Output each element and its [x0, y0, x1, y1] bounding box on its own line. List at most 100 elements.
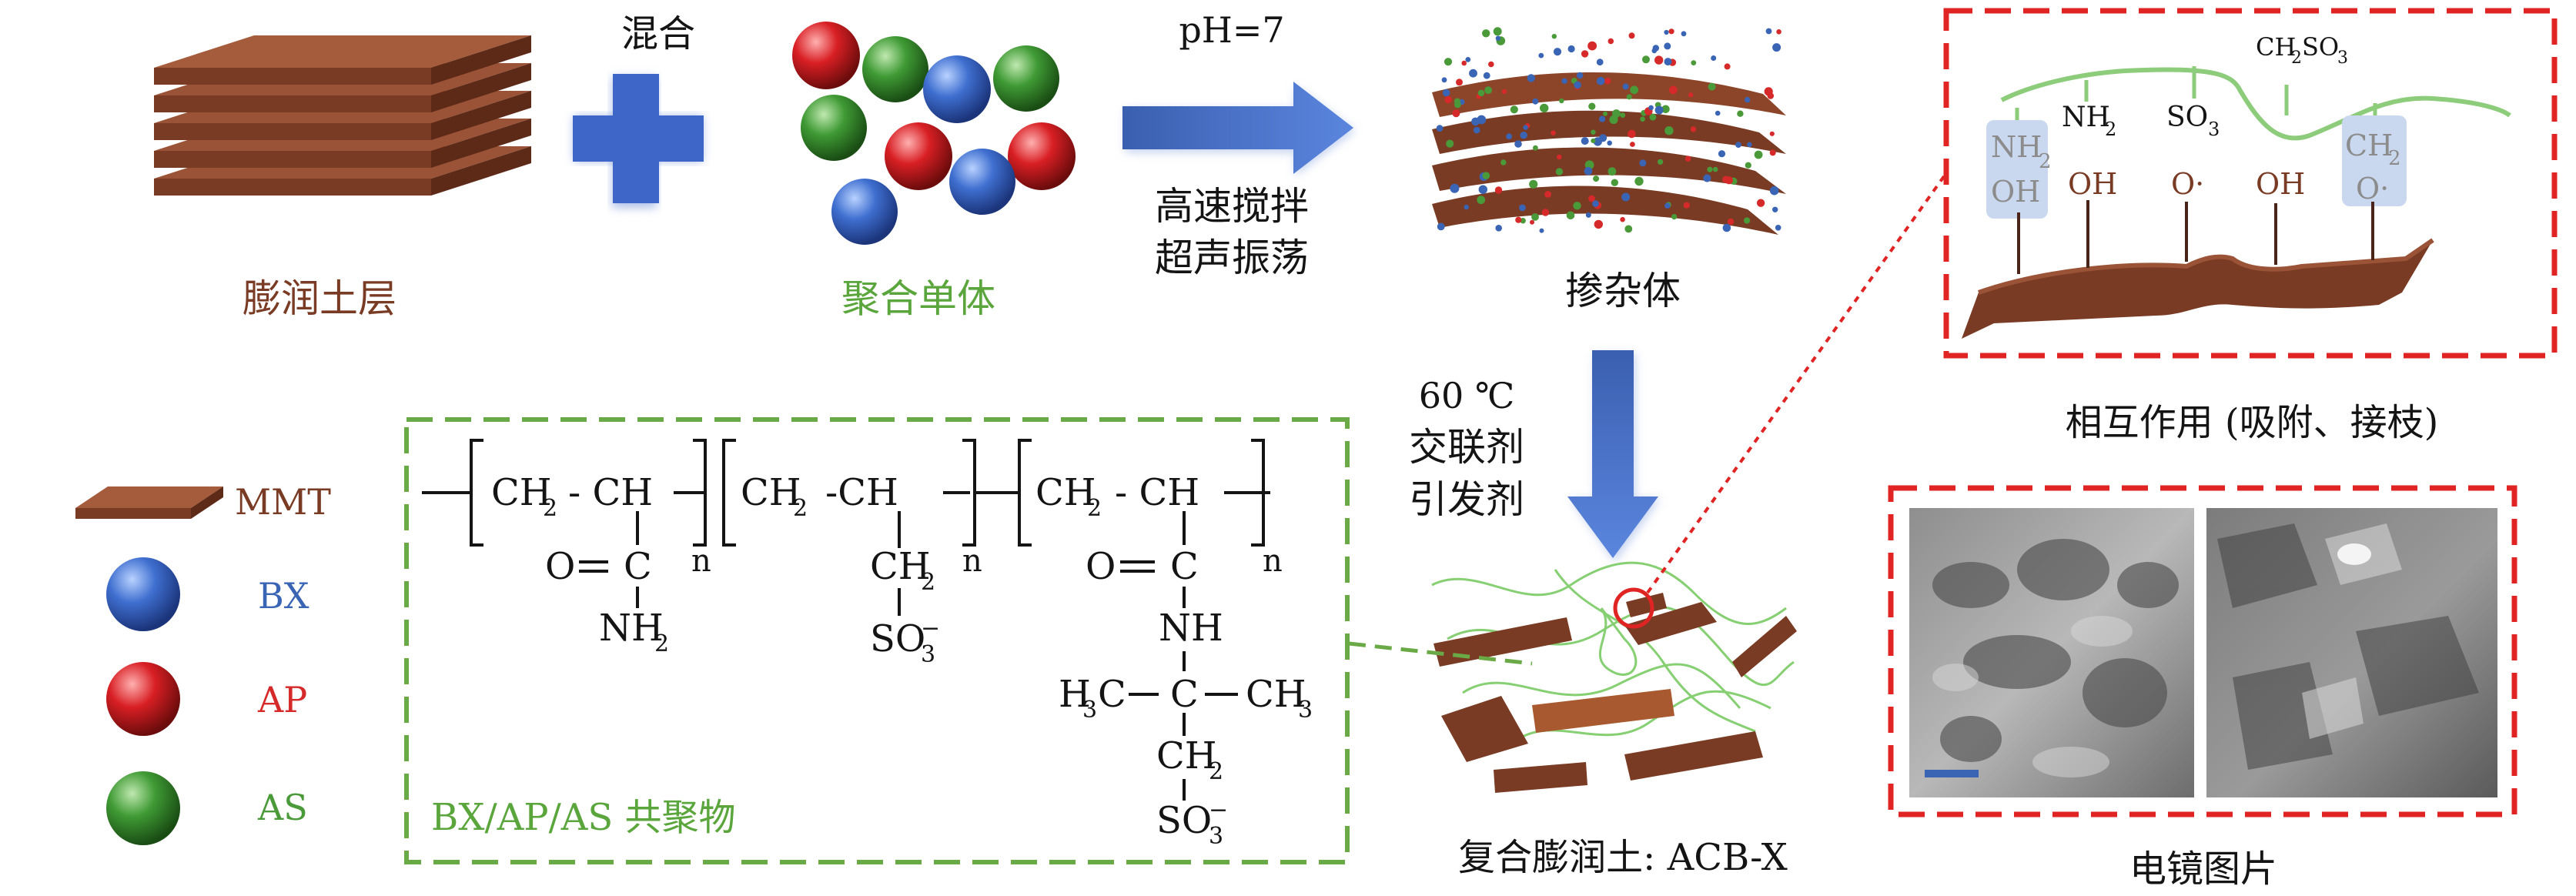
unit3-ch2: CH — [1156, 734, 1217, 777]
particle-dot — [1628, 32, 1635, 39]
unit2-sub3: 3 — [921, 641, 935, 668]
particle-dot — [1494, 186, 1503, 194]
particle-dot — [1769, 131, 1775, 136]
particle-dot — [1630, 85, 1639, 95]
leader-line-polymer — [1348, 641, 1533, 666]
doped-label: 掺杂体 — [1565, 269, 1681, 313]
particle-dot — [1604, 78, 1611, 85]
particle-dot — [1607, 140, 1612, 146]
particle-dot — [1541, 209, 1550, 216]
particle-dot — [1624, 225, 1633, 233]
particle-dot — [1654, 105, 1664, 115]
unit3-c: C — [1170, 545, 1199, 588]
doped-body-icon — [1432, 27, 1786, 235]
chain-sub-3: 2 — [1087, 495, 1102, 522]
particle-dot — [1754, 150, 1763, 159]
particle-dot — [1769, 149, 1776, 156]
particle-dot — [1482, 172, 1490, 179]
polymer-box-label: BX/AP/AS 共聚物 — [431, 796, 736, 839]
particle-dot — [1436, 125, 1444, 132]
particle-dot — [1557, 154, 1562, 160]
particle-dot — [1611, 179, 1618, 186]
n-2: n — [962, 543, 982, 579]
particle-dot — [1519, 204, 1526, 212]
particle-dot — [1540, 103, 1549, 113]
particle-dot — [1588, 195, 1595, 202]
chain-ch-1: CH — [491, 471, 552, 514]
particle-dot — [1477, 196, 1486, 205]
particle-dot — [1703, 174, 1711, 182]
unit3-c-left: C — [1098, 673, 1126, 716]
process-line1: 高速搅拌 — [1155, 184, 1309, 229]
int-ch2so3-so: SO — [2302, 32, 2339, 62]
unit3-sub2: 2 — [1209, 758, 1223, 785]
particle-dot — [1722, 223, 1731, 232]
interaction-detail: NH 2 OH NH 2 SO 3 CH 2 SO 3 CH 2 O· OH O… — [1962, 32, 2511, 339]
em-box — [1888, 485, 2517, 817]
particle-dot — [1776, 29, 1781, 35]
plus-icon — [573, 74, 704, 208]
particle-dot — [1500, 159, 1507, 165]
particle-dot — [1708, 82, 1716, 91]
particle-dot — [1464, 204, 1469, 210]
temperature-label: 60 ℃ — [1419, 375, 1515, 416]
unit2-sup: − — [921, 615, 940, 642]
particle-dot — [1718, 150, 1726, 158]
int-ch2so3-sub2: 2 — [2291, 48, 2302, 68]
unit3-ch-right: CH — [1246, 673, 1306, 716]
particle-dot — [1456, 79, 1463, 86]
particle-dot — [1775, 225, 1781, 231]
particle-dot — [1444, 95, 1452, 104]
unit3-so: SO — [1156, 799, 1212, 842]
particle-dot — [1538, 52, 1544, 59]
unit3-h-left: H — [1059, 673, 1091, 716]
particle-dot — [1735, 142, 1741, 149]
chain-ch-2: - CH — [568, 471, 653, 514]
particle-dot — [1621, 192, 1631, 202]
particle-dot — [1607, 167, 1617, 176]
int-oh-3: OH — [2256, 167, 2305, 201]
interaction-caption: 相互作用 (吸附、接枝) — [2066, 401, 2439, 444]
unit2-so: SO — [870, 617, 925, 660]
legend: MMT BX AP AS — [75, 481, 331, 845]
particle-dot — [1671, 214, 1678, 220]
particle-dot — [1668, 85, 1678, 95]
down-arrow-icon — [1567, 350, 1660, 562]
mmt-layers-label: 膨润土层 — [243, 276, 396, 321]
particle-dot — [1664, 202, 1671, 209]
composite-icon — [1431, 561, 1797, 793]
particle-dot — [1493, 27, 1502, 36]
highlight-circle — [1613, 587, 1654, 629]
leader-line-interaction — [1646, 172, 1948, 594]
particle-dot — [1471, 117, 1480, 126]
particle-dot — [1514, 140, 1522, 148]
particle-dot — [1772, 43, 1781, 52]
particle-dot — [1691, 60, 1697, 65]
particle-dot — [1747, 142, 1752, 148]
particle-dot — [1658, 159, 1664, 165]
particle-dot — [1756, 199, 1765, 207]
mmt-layer-icon — [75, 486, 223, 508]
particle-dot — [1664, 126, 1674, 135]
particle-dot — [1591, 129, 1596, 135]
particle-dot — [1559, 98, 1564, 104]
particle-dot — [1483, 72, 1490, 79]
particle-dot — [1640, 116, 1645, 122]
particle-dot — [1441, 77, 1447, 83]
particle-dot — [1683, 202, 1690, 209]
unit3-o: O — [1086, 545, 1116, 588]
particle-dot — [1688, 92, 1694, 98]
particle-dot — [1555, 168, 1564, 176]
particle-dot — [1461, 60, 1467, 66]
particle-dot — [1664, 58, 1672, 66]
monomers-label: 聚合单体 — [841, 276, 995, 321]
blue-sphere-icon — [106, 557, 180, 631]
particle-dot — [1465, 57, 1471, 62]
monomer-spheres-icon — [792, 22, 1076, 245]
particle-dot — [1585, 212, 1591, 218]
particle-dot — [1515, 216, 1522, 223]
unit1-c: C — [624, 545, 652, 588]
int-ch2so3-label: CH — [2256, 32, 2296, 62]
particle-dot — [1450, 183, 1460, 193]
